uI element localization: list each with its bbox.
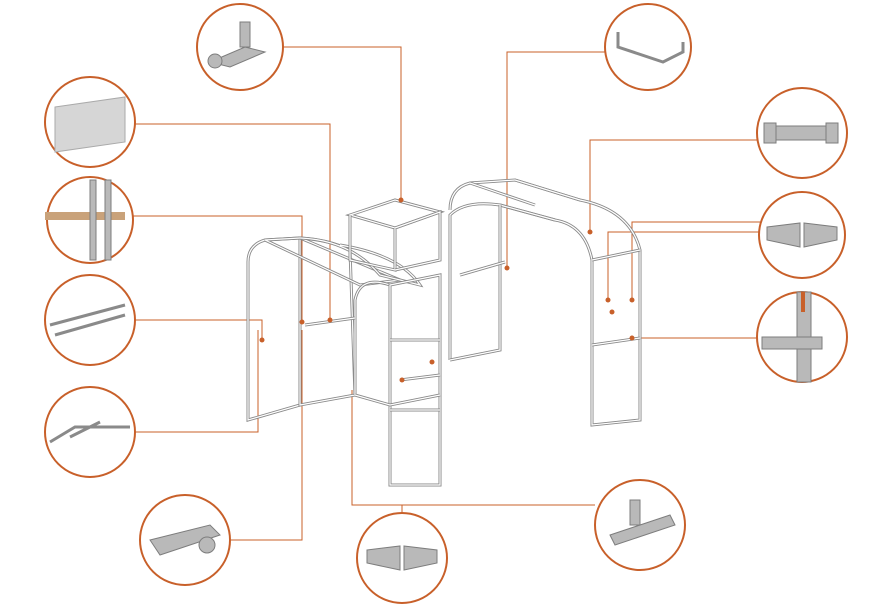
connection-point-marker [587,229,593,235]
corner-joint-icon [761,291,823,383]
callout-circle [44,274,136,366]
connection-point-marker [629,335,635,341]
leader-line [506,51,605,270]
frame-member-highlight [449,205,501,361]
wooden-shelf-icon [45,179,125,261]
frame-member [344,198,446,230]
frame-member [246,236,302,422]
base-bracket-icon [207,21,267,69]
leader-line [230,330,303,541]
frame-member-highlight [389,274,441,486]
callout-circle [44,386,136,478]
callout-bolt-icon [756,87,848,179]
frame-member-highlight [354,394,441,406]
frame-member [353,280,392,400]
frame-member-highlight [354,281,391,400]
wedge-pair-icon [766,222,838,248]
connection-point-marker [605,297,611,303]
callout-circle [356,512,448,604]
leader-line [135,123,331,320]
callout-circle [604,3,692,91]
leader-lines [133,46,760,541]
connection-point-marker [609,309,615,315]
frame-member-highlight [591,249,641,261]
leader-line [351,390,403,513]
leader-line [589,139,758,232]
frame-member-highlight [469,182,536,206]
foot-connector-icon [149,524,221,556]
connection-point-marker [629,297,635,303]
connection-point-marker [399,377,405,383]
callout-t-foot-connector-icon [594,479,686,571]
frame-member-highlight [499,204,556,221]
perforated-panel-icon [54,96,126,153]
callout-corner-joint-icon [756,291,848,383]
callout-wedge-pair-icon [356,512,448,604]
frame-member-highlight [394,211,441,271]
callout-hanging-rail-icon [604,3,692,91]
connection-point-marker [259,337,265,343]
frame-member-highlight [349,215,396,271]
part-callouts [44,3,848,604]
frame-member-highlight [264,237,403,286]
wedge-pair-icon [366,545,438,571]
connection-point-marker [429,359,435,365]
frame-member-highlight [399,374,441,381]
leader-line [135,330,259,433]
callout-shelf-brackets-icon [44,386,136,478]
connection-point-marker [299,319,305,325]
frame-member-highlight [347,199,443,229]
connection-point-marker [398,197,404,203]
bolt-icon [763,122,839,144]
callout-wedge-pair-icon [758,191,846,279]
frame-member-highlight [449,179,641,426]
callout-hook-rails-icon [44,274,136,366]
t-foot-connector-icon [609,499,676,546]
frame-member [388,273,442,487]
leader-line [607,231,760,300]
hanging-rail-icon [616,32,685,64]
leader-line [133,215,303,320]
frame-member-highlight [299,237,422,286]
shelf-brackets-icon [49,420,130,444]
callout-base-bracket-icon [196,3,284,91]
leader-line [283,46,402,200]
frame-member-highlight [247,237,301,421]
connection-point-marker [327,317,333,323]
leader-line [135,319,263,340]
callout-perforated-panel-icon [44,76,136,168]
connection-point-marker [504,265,510,271]
hook-rails-icon [49,303,126,337]
callout-wooden-shelf-icon [45,176,134,264]
frame-member-highlight [514,179,581,201]
frame-member [264,236,406,287]
frame-member [449,205,502,362]
callout-foot-connector-icon [139,494,231,586]
shelving-frame-structure [246,178,642,487]
leader-line [631,221,760,300]
callout-circle [758,191,846,279]
frame-member-highlight [459,261,506,276]
